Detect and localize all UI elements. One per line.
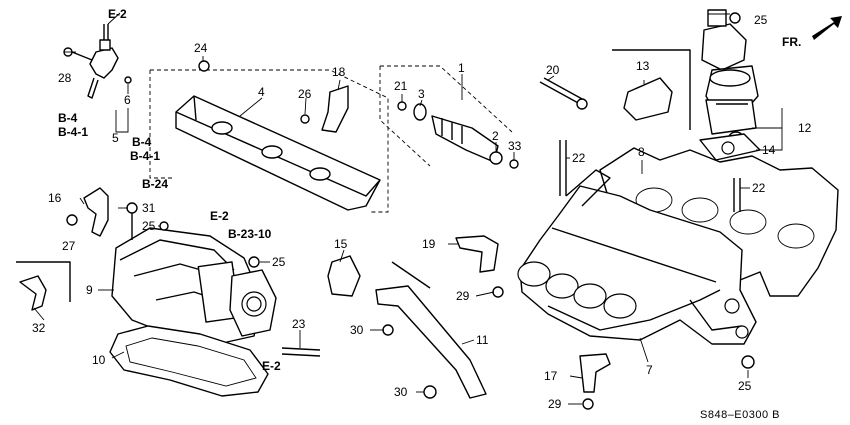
label-part-22-right: 22 <box>752 181 766 195</box>
throttle-stud <box>281 347 321 357</box>
reference-labels: E-2 B-4 B-4-1 B-4 B-4-1 B-24 E-2 B-23-10… <box>58 7 281 373</box>
bolt-29-a <box>492 286 504 298</box>
intake-chamber <box>111 227 277 345</box>
ref-e2-top: E-2 <box>108 7 127 21</box>
label-part-14: 14 <box>762 143 776 157</box>
part-number-labels: 1 2 3 4 5 6 7 8 9 10 11 12 13 14 15 16 1… <box>32 13 812 411</box>
manifold-stay <box>375 261 487 399</box>
label-part-26: 26 <box>298 87 312 101</box>
label-part-22-upper: 22 <box>572 151 586 165</box>
label-part-32: 32 <box>32 321 46 335</box>
label-part-25-egr: 25 <box>754 13 768 27</box>
label-part-27: 27 <box>62 239 76 253</box>
label-part-28: 28 <box>58 71 72 85</box>
label-part-19: 19 <box>422 237 436 251</box>
label-part-8: 8 <box>638 145 645 159</box>
bracket-19 <box>455 235 499 273</box>
bolt-27-head <box>66 214 78 226</box>
label-part-24: 24 <box>194 41 208 55</box>
label-part-5: 5 <box>112 131 119 145</box>
ref-b4-left: B-4 <box>58 111 78 125</box>
label-part-6: 6 <box>124 93 131 107</box>
label-part-33: 33 <box>508 139 522 153</box>
direction-label: FR. <box>782 35 801 49</box>
ref-e2-bottom: E-2 <box>262 359 281 373</box>
label-part-29-lower: 29 <box>548 397 562 411</box>
label-part-29-upper: 29 <box>456 289 470 303</box>
stud-upper <box>559 140 567 196</box>
intake-manifold <box>517 147 839 345</box>
label-part-7: 7 <box>646 363 653 377</box>
ref-e2-mid: E-2 <box>210 209 229 223</box>
label-part-9: 9 <box>86 283 93 297</box>
label-part-25-throttle: 25 <box>272 255 286 269</box>
label-part-12: 12 <box>798 121 812 135</box>
inset-frame <box>16 261 71 302</box>
front-direction-arrow <box>812 16 842 40</box>
rail-bracket <box>321 85 349 133</box>
label-part-31: 31 <box>142 201 156 215</box>
ref-b4-1-left: B-4-1 <box>58 125 88 139</box>
bolt-29-b <box>582 398 594 410</box>
leader-5 <box>115 108 129 133</box>
label-part-1: 1 <box>458 61 465 75</box>
gasket-inner <box>125 337 257 387</box>
bracket-15 <box>327 255 361 297</box>
chamber-gasket <box>109 325 269 397</box>
label-part-18: 18 <box>332 65 346 79</box>
label-part-3: 3 <box>418 87 425 101</box>
ref-b23-10: B-23-10 <box>228 227 272 241</box>
diagram-code: S848–E0300 B <box>700 409 780 421</box>
label-part-21: 21 <box>394 79 408 93</box>
label-part-15: 15 <box>334 237 348 251</box>
bracket-17 <box>579 353 611 393</box>
label-part-25-manifold: 25 <box>738 379 752 393</box>
nut-25-b <box>248 256 260 268</box>
label-part-23: 23 <box>292 317 306 331</box>
label-part-16: 16 <box>48 191 62 205</box>
label-part-2: 2 <box>492 129 499 143</box>
ref-b4-mid: B-4 <box>132 135 152 149</box>
chamber-bracket <box>83 187 109 237</box>
ref-b24: B-24 <box>142 177 168 191</box>
nut-25-a <box>159 221 169 231</box>
fuel-pressure-regulator <box>63 24 132 99</box>
label-part-4: 4 <box>258 85 265 99</box>
nut-25-d <box>741 355 755 369</box>
label-part-10: 10 <box>92 353 106 367</box>
label-part-13: 13 <box>636 59 650 73</box>
stud-right <box>733 178 741 212</box>
label-part-30-upper: 30 <box>350 323 364 337</box>
label-part-30-lower: 30 <box>394 385 408 399</box>
label-part-11: 11 <box>476 333 489 347</box>
injector-group <box>379 65 588 169</box>
label-part-17: 17 <box>544 369 558 383</box>
egr-valve <box>699 9 761 161</box>
label-part-25-chamber: 25 <box>142 219 156 233</box>
bolt-31-head <box>126 202 138 214</box>
egr-cover-plate <box>612 49 691 130</box>
label-part-20: 20 <box>546 63 560 77</box>
ref-b4-1-mid: B-4-1 <box>130 149 160 163</box>
bracket-32 <box>19 275 47 311</box>
leader-lines <box>33 12 760 405</box>
fuel-rail <box>149 60 389 213</box>
leader-12 <box>752 108 783 151</box>
